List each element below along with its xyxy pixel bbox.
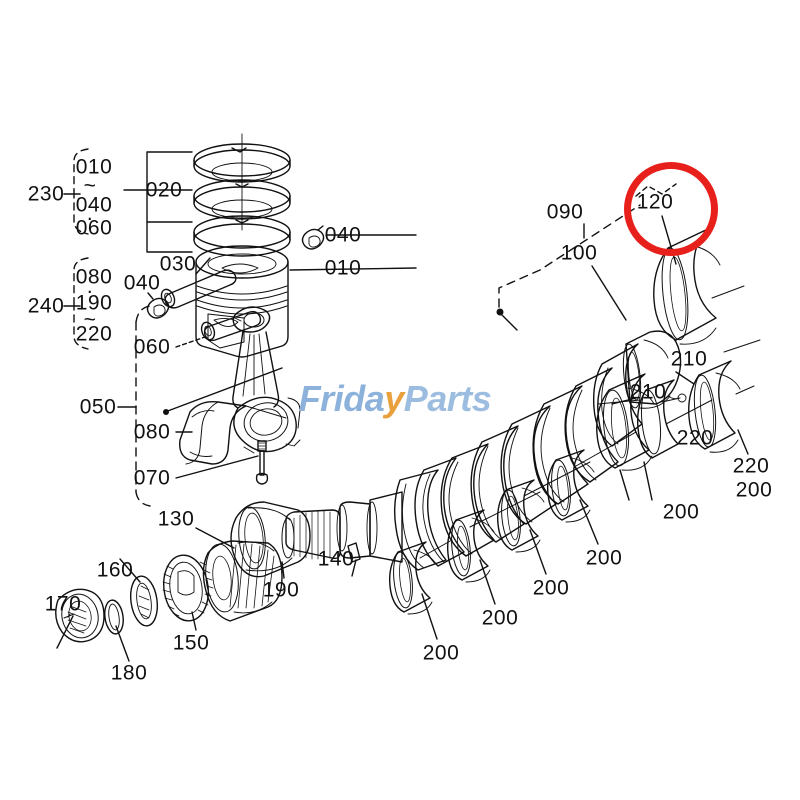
red-circle-highlight bbox=[624, 162, 718, 256]
part-label-230-0: 230 bbox=[27, 182, 65, 206]
flanged-bearing-right bbox=[688, 360, 755, 453]
part-label-210-31: 210 bbox=[629, 380, 667, 404]
part-label-200-36: 200 bbox=[662, 500, 700, 524]
leader-080b bbox=[245, 405, 287, 419]
bracket-240 bbox=[73, 257, 89, 350]
part-label-·-8: · bbox=[86, 279, 94, 303]
part-label-120-30: 120 bbox=[636, 190, 674, 214]
part-label-200-39: 200 bbox=[481, 606, 519, 630]
spacer-160 bbox=[129, 575, 159, 627]
gear-150 bbox=[162, 554, 214, 622]
part-label-220-34: 220 bbox=[732, 454, 770, 478]
part-label-170-23: 170 bbox=[44, 592, 82, 616]
part-label-200-40: 200 bbox=[422, 641, 460, 665]
leader-090 bbox=[498, 204, 641, 308]
watermark-part-a: Frida bbox=[298, 378, 385, 419]
leader-210-right bbox=[675, 371, 695, 385]
leader-190 bbox=[281, 561, 285, 579]
pointer-090 bbox=[498, 311, 518, 331]
leader-200-center bbox=[643, 461, 653, 501]
part-label-·-4: · bbox=[86, 206, 94, 230]
collar-170 bbox=[55, 588, 105, 643]
part-label-150-25: 150 bbox=[172, 631, 210, 655]
washer-180 bbox=[104, 599, 124, 635]
part-label-190-26: 190 bbox=[262, 578, 300, 602]
part-label-240-6: 240 bbox=[27, 294, 65, 318]
leader-220-left bbox=[619, 469, 630, 501]
leader-180 bbox=[115, 625, 130, 662]
part-label-090-28: 090 bbox=[546, 200, 584, 224]
woodruff-key-140 bbox=[347, 542, 361, 563]
watermark: FridayParts bbox=[299, 378, 492, 420]
watermark-part-c: Parts bbox=[403, 378, 492, 419]
part-label-200-37: 200 bbox=[585, 546, 623, 570]
part-label-~-10: ~ bbox=[83, 308, 97, 332]
leader-150 bbox=[191, 611, 197, 631]
part-label-060-17: 060 bbox=[133, 335, 171, 359]
bracket-230 bbox=[73, 148, 89, 235]
bearing-200-a bbox=[546, 449, 595, 523]
big-end-bearing-080 bbox=[179, 401, 247, 465]
part-label-100-29: 100 bbox=[560, 241, 598, 265]
piston-rings bbox=[193, 133, 291, 257]
part-label-050-18: 050 bbox=[79, 395, 117, 419]
part-label-020-12: 020 bbox=[145, 178, 183, 202]
part-label-080-19: 080 bbox=[133, 420, 171, 444]
part-label-080-7: 080 bbox=[75, 265, 113, 289]
leader-200-a bbox=[579, 499, 599, 545]
bearing-200-b bbox=[496, 479, 545, 553]
leader-070 bbox=[175, 455, 259, 479]
piston-pin-030 bbox=[160, 269, 237, 309]
leader-200-c bbox=[479, 559, 496, 605]
clip-040-lower bbox=[146, 297, 170, 319]
leader-040-lower bbox=[147, 292, 154, 300]
part-label-060-5: 060 bbox=[75, 216, 113, 240]
watermark-part-b: y bbox=[384, 378, 404, 419]
leader-170 bbox=[63, 613, 75, 619]
leader-200-b bbox=[529, 529, 547, 575]
part-label-210-32: 210 bbox=[670, 347, 708, 371]
clip-040-upper bbox=[301, 225, 325, 250]
part-label-200-35: 200 bbox=[735, 478, 773, 502]
leader-120b bbox=[711, 285, 745, 299]
part-label-040-16: 040 bbox=[123, 271, 161, 295]
part-label-220-11: 220 bbox=[75, 322, 113, 346]
part-label-070-20: 070 bbox=[133, 466, 171, 490]
bearing-row-axis bbox=[469, 399, 713, 528]
part-label-030-15: 030 bbox=[159, 252, 197, 276]
part-label-010-14: 010 bbox=[324, 256, 362, 280]
part-label-190-9: 190 bbox=[75, 291, 113, 315]
part-label-200-38: 200 bbox=[532, 576, 570, 600]
pointer-conrod bbox=[164, 367, 283, 413]
part-label-130-21: 130 bbox=[157, 507, 195, 531]
leader-030 bbox=[195, 257, 211, 275]
leader-130 bbox=[195, 527, 235, 549]
part-label-160-22: 160 bbox=[96, 558, 134, 582]
leader-020 bbox=[123, 151, 193, 253]
part-label-220-33: 220 bbox=[676, 426, 714, 450]
leader-160 bbox=[119, 558, 141, 583]
leader-140 bbox=[351, 559, 357, 577]
leader-060 bbox=[175, 336, 206, 348]
ring-190 bbox=[230, 501, 311, 578]
bearing-200-center bbox=[636, 379, 679, 459]
crankshaft bbox=[281, 330, 687, 571]
bearing-200-d bbox=[388, 541, 437, 615]
leader-220-right bbox=[737, 429, 749, 455]
part-label-180-24: 180 bbox=[110, 661, 148, 685]
part-label-040-13: 040 bbox=[324, 223, 362, 247]
part-label-~-2: ~ bbox=[83, 174, 97, 198]
connecting-rod-bolt-070 bbox=[255, 440, 269, 485]
leader-210-left bbox=[611, 397, 637, 405]
connecting-rod bbox=[232, 306, 301, 454]
leader-170b bbox=[56, 615, 74, 649]
part-label-140-27: 140 bbox=[317, 547, 355, 571]
part-label-040-3: 040 bbox=[75, 193, 113, 217]
part-label-010-1: 010 bbox=[75, 155, 113, 179]
leader-010 bbox=[289, 267, 417, 271]
leader-200-d bbox=[421, 593, 438, 640]
thrust-bearing-120 bbox=[653, 227, 721, 345]
leader-100 bbox=[591, 265, 627, 321]
